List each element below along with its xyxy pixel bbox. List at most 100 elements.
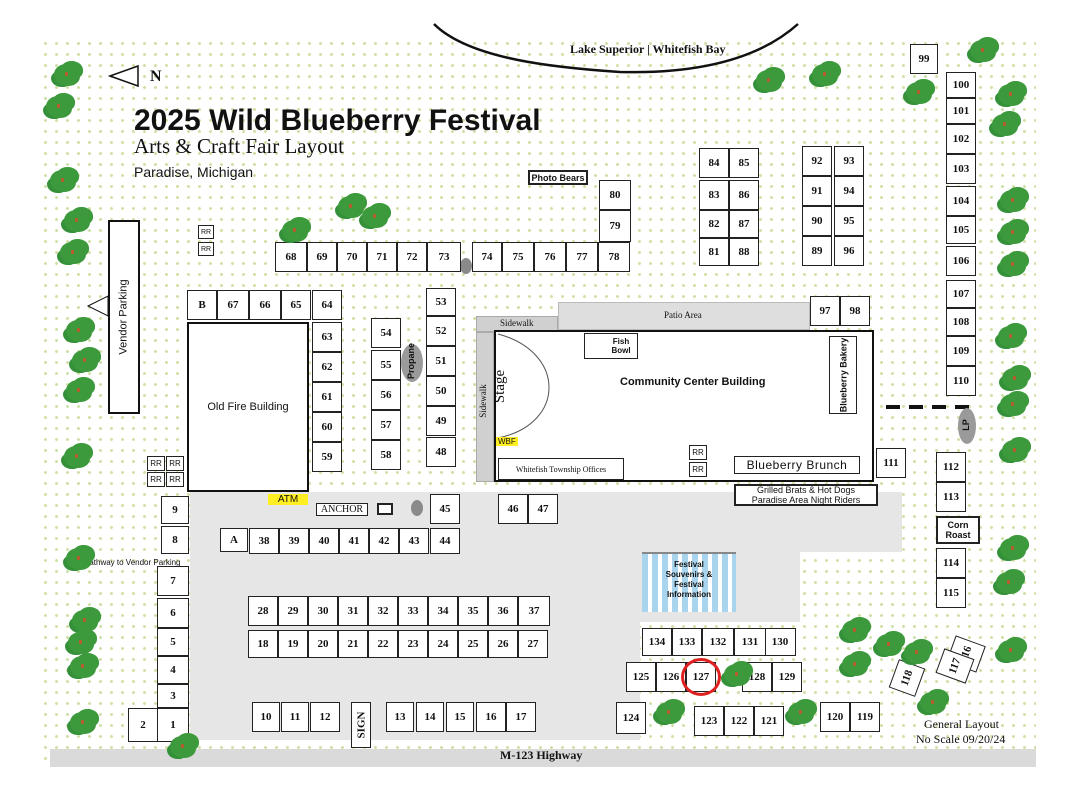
tree-icon (998, 84, 1024, 106)
booth-60: 60 (312, 412, 342, 442)
booth-23: 23 (398, 630, 428, 658)
booth-55: 55 (371, 350, 401, 380)
booth-39: 39 (279, 528, 309, 554)
booth-77: 77 (566, 242, 598, 272)
tree-icon (812, 64, 838, 86)
booth-11: 11 (281, 702, 309, 732)
booth-10: 10 (252, 702, 280, 732)
tree-icon (70, 656, 96, 678)
booth-86: 86 (729, 180, 759, 210)
booth-37: 37 (518, 596, 550, 626)
highlight-circle (681, 658, 721, 696)
booth-62: 62 (312, 352, 342, 382)
tree-icon (282, 220, 308, 242)
booth-97: 97 (810, 296, 840, 326)
restroom: RR (166, 456, 184, 471)
booth-93: 93 (834, 146, 864, 176)
booth-72: 72 (397, 242, 427, 272)
township-offices: Whitefish Township Offices (498, 458, 624, 480)
booth-28: 28 (248, 596, 278, 626)
booth-66: 66 (249, 290, 281, 320)
booth-56: 56 (371, 380, 401, 410)
booth-14: 14 (416, 702, 444, 732)
booth-74: 74 (472, 242, 502, 272)
booth-125: 125 (626, 662, 656, 692)
booth-122: 122 (724, 706, 754, 736)
booth-78: 78 (598, 242, 630, 272)
booth-b: B (187, 290, 217, 320)
booth-82: 82 (699, 210, 729, 238)
small-square (377, 503, 393, 515)
booth-51: 51 (426, 346, 456, 376)
atm-label: ATM (268, 494, 308, 505)
propane-label: Propane (406, 342, 417, 380)
booth-109: 109 (946, 336, 976, 366)
photo-bears: Photo Bears (528, 170, 588, 185)
tree-icon (1000, 394, 1026, 416)
booth-98: 98 (840, 296, 870, 326)
tree-icon (1000, 254, 1026, 276)
sidewalk-top-label: Sidewalk (500, 318, 534, 328)
booth-38: 38 (249, 528, 279, 554)
tree-icon (756, 70, 782, 92)
tree-icon (724, 664, 750, 686)
tree-icon (170, 736, 196, 758)
booth-61: 61 (312, 382, 342, 412)
booth-31: 31 (338, 596, 368, 626)
tree-icon (338, 196, 364, 218)
booth-112: 112 (936, 452, 966, 482)
highway-label: M-123 Highway (500, 748, 583, 762)
booth-53: 53 (426, 288, 456, 316)
restroom: RR (166, 472, 184, 487)
booth-42: 42 (369, 528, 399, 554)
booth-120: 120 (820, 702, 850, 732)
booth-99: 99 (910, 44, 938, 74)
booth-8: 8 (161, 526, 189, 554)
booth-9: 9 (161, 496, 189, 524)
tree-icon (50, 170, 76, 192)
booth-96: 96 (834, 236, 864, 266)
sign: SIGN (351, 702, 371, 748)
tree-icon (876, 634, 902, 656)
booth-90: 90 (802, 206, 832, 236)
pathway-label: Pathway to Vendor Parking (84, 558, 181, 567)
map-subtitle: Arts & Craft Fair Layout (134, 134, 344, 158)
booth-46: 46 (498, 494, 528, 524)
booth-15: 15 (446, 702, 474, 732)
restroom: RR (689, 445, 707, 460)
booth-104: 104 (946, 186, 976, 216)
booth-24: 24 (428, 630, 458, 658)
tree-icon (842, 654, 868, 676)
tree-icon (64, 210, 90, 232)
tree-icon (970, 40, 996, 62)
booth-a: A (220, 528, 248, 552)
souvenirs-label: Festival Souvenirs & Festival Informatio… (665, 560, 713, 599)
booth-102: 102 (946, 124, 976, 154)
booth-19: 19 (278, 630, 308, 658)
booth-134: 134 (642, 628, 672, 656)
booth-119: 119 (850, 702, 880, 732)
booth-83: 83 (699, 180, 729, 210)
restroom: RR (147, 456, 165, 471)
north-label: N (150, 68, 162, 85)
tree-icon (996, 572, 1022, 594)
booth-33: 33 (398, 596, 428, 626)
booth-22: 22 (368, 630, 398, 658)
booth-95: 95 (834, 206, 864, 236)
blueberry-bakery: Blueberry Bakery (829, 336, 857, 414)
festival-souvenirs (642, 552, 736, 612)
stage-outline (497, 333, 550, 439)
booth-68: 68 (275, 242, 307, 272)
booth-91: 91 (802, 176, 832, 206)
booth-29: 29 (278, 596, 308, 626)
booth-48: 48 (426, 437, 456, 467)
booth-71: 71 (367, 242, 397, 272)
map-title: 2025 Wild Blueberry Festival (134, 104, 541, 137)
booth-80: 80 (599, 180, 631, 210)
booth-50: 50 (426, 376, 456, 406)
booth-130: 130 (764, 628, 796, 656)
booth-89: 89 (802, 236, 832, 266)
booth-52: 52 (426, 316, 456, 346)
booth-34: 34 (428, 596, 458, 626)
